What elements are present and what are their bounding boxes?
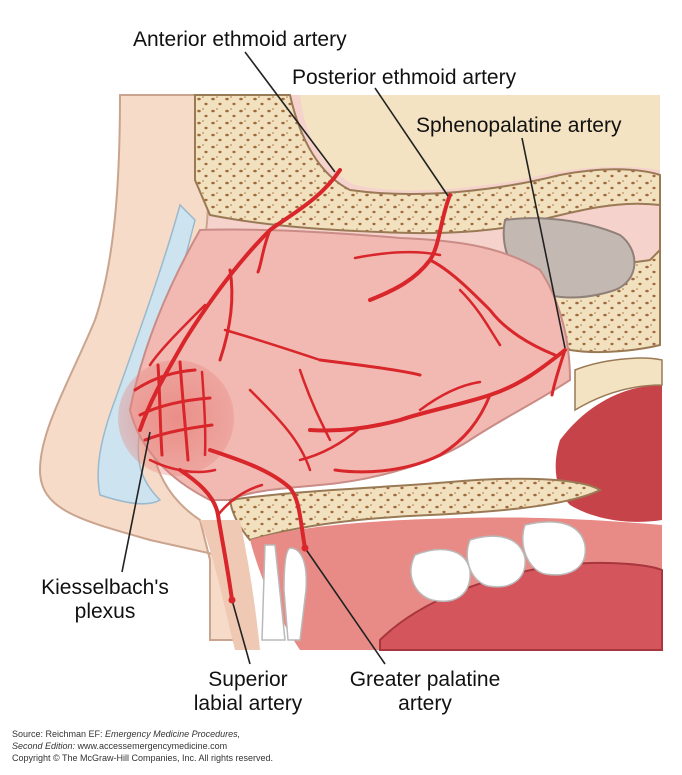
- label-kiesselbach-line1: Kiesselbach's: [41, 576, 169, 599]
- arteries: [133, 168, 567, 602]
- source-line-1: Source: Reichman EF: Emergency Medicine …: [12, 729, 241, 739]
- label-superior-labial-line2: labial artery: [193, 692, 303, 715]
- label-posterior-ethmoid-artery: Posterior ethmoid artery: [292, 66, 517, 89]
- label-greater-palatine-artery: Greater palatine artery: [330, 668, 520, 716]
- label-kiesselbachs-plexus: Kiesselbach's plexus: [30, 576, 180, 624]
- kiesselbach-plexus-area: [118, 360, 234, 476]
- label-superior-labial-line1: Superior: [208, 668, 288, 691]
- label-superior-labial-artery: Superior labial artery: [178, 668, 318, 716]
- label-sphenopalatine-artery: Sphenopalatine artery: [416, 114, 622, 137]
- skull-base: [300, 95, 660, 191]
- posterior-wall: [574, 357, 663, 412]
- label-greater-palatine-line1: Greater palatine: [349, 668, 501, 691]
- source-line-2: Second Edition: www.accessemergencymedic…: [12, 741, 228, 751]
- vessel-ends: [228, 544, 309, 604]
- hard-palate: [228, 477, 603, 542]
- upper-teeth: [261, 521, 586, 641]
- sphenopalatine-artery-vessel: [308, 348, 567, 433]
- label-kiesselbach-line2: plexus: [74, 600, 136, 623]
- leader-lines: [121, 51, 566, 665]
- copyright-line: Copyright © The McGraw-Hill Companies, I…: [12, 753, 274, 763]
- label-greater-palatine-line2: artery: [398, 692, 452, 715]
- greater-palatine-artery-vessel: [208, 448, 307, 550]
- nasopharynx: [555, 385, 662, 522]
- label-anterior-ethmoid-artery: Anterior ethmoid artery: [133, 28, 347, 51]
